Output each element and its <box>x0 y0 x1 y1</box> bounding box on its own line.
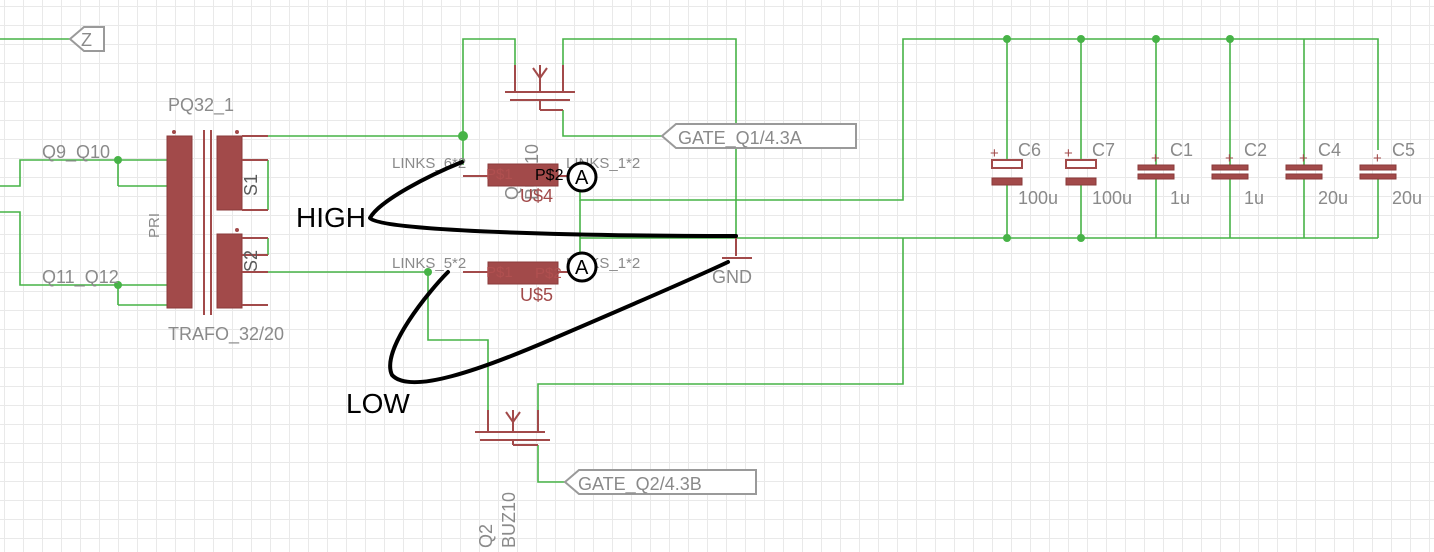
gnd-symbol: GND <box>712 238 752 287</box>
u4-name: U$4 <box>520 186 553 206</box>
c7-value: 100u <box>1092 188 1132 208</box>
c4-name: C4 <box>1318 140 1341 160</box>
links-bot-left-label: LINKS_5*2 <box>392 255 466 272</box>
link-u5: LINKS_5*2 LINKS_1*2 P$1 P$2 U$5 <box>392 255 640 305</box>
capacitor-c2: + C2 1u <box>1211 140 1267 208</box>
junctions <box>114 35 1234 289</box>
c2-value: 1u <box>1244 188 1264 208</box>
capacitor-c4: + C4 20u <box>1285 140 1348 208</box>
c2-name: C2 <box>1244 140 1267 160</box>
c1-value: 1u <box>1170 188 1190 208</box>
q2-value: BUZ10 <box>499 492 519 548</box>
ammeter-bottom: A <box>566 251 598 283</box>
net-q9-q10-label: Q9_Q10 <box>42 142 110 163</box>
high-loop-stroke <box>368 160 738 238</box>
gate-q2-flag: GATE_Q2/4.3B <box>563 469 757 495</box>
u5-name: U$5 <box>520 285 553 305</box>
u5-pin-right: P$2 <box>535 265 562 282</box>
gnd-label: GND <box>712 267 752 287</box>
gate-q1-label: GATE_Q1/4.3A <box>678 128 802 149</box>
ammeter-top-label: A <box>575 167 589 189</box>
annotation-low: LOW <box>346 388 410 419</box>
gate-q1-flag: GATE_Q1/4.3A <box>660 123 857 149</box>
c7-name: C7 <box>1092 140 1115 160</box>
svg-text:+: + <box>990 145 999 162</box>
net-q11-q12-label: Q11_Q12 <box>42 267 119 288</box>
u4-pin-right: P$2 <box>535 167 564 184</box>
pri-label: PRI <box>146 213 163 238</box>
svg-text:+: + <box>1299 150 1308 167</box>
q2-name: Q2 <box>476 524 496 548</box>
transformer: PQ32_1 TRAFO_32/20 PRI S1 S2 Q9_Q10 Q11_… <box>42 95 284 345</box>
capacitor-c6: + C6 100u <box>990 140 1058 208</box>
annotation-high: HIGH <box>296 202 366 233</box>
s1-label: S1 <box>241 174 261 196</box>
c5-value: 20u <box>1392 188 1422 208</box>
c6-name: C6 <box>1018 140 1041 160</box>
capacitor-c7: + C7 100u <box>1064 140 1132 208</box>
u4-pin-left: P$1 <box>486 166 513 183</box>
hand-annotations: HIGH LOW <box>296 160 738 419</box>
svg-text:+: + <box>1225 150 1234 167</box>
c5-name: C5 <box>1392 140 1415 160</box>
c1-name: C1 <box>1170 140 1193 160</box>
s2-label: S2 <box>241 250 261 272</box>
svg-text:+: + <box>1373 150 1382 167</box>
mosfet-q2: BUZ10 Q2 <box>475 410 550 548</box>
ammeter-bottom-label: A <box>575 257 589 279</box>
transformer-name: PQ32_1 <box>168 95 234 116</box>
c6-value: 100u <box>1018 188 1058 208</box>
supply-flag-label: Z <box>81 30 92 50</box>
low-loop-stroke <box>388 260 730 385</box>
svg-text:+: + <box>1064 145 1073 162</box>
c4-value: 20u <box>1318 188 1348 208</box>
transformer-value: TRAFO_32/20 <box>168 324 284 345</box>
capacitor-c5: + C5 20u <box>1359 140 1422 208</box>
ammeter-top: A <box>566 161 598 193</box>
u5-pin-left: P$1 <box>486 264 513 281</box>
svg-text:+: + <box>1151 150 1160 167</box>
gate-q2-label: GATE_Q2/4.3B <box>578 474 702 495</box>
capacitor-c1: + C1 1u <box>1137 140 1193 208</box>
supply-flag: Z <box>68 26 105 52</box>
